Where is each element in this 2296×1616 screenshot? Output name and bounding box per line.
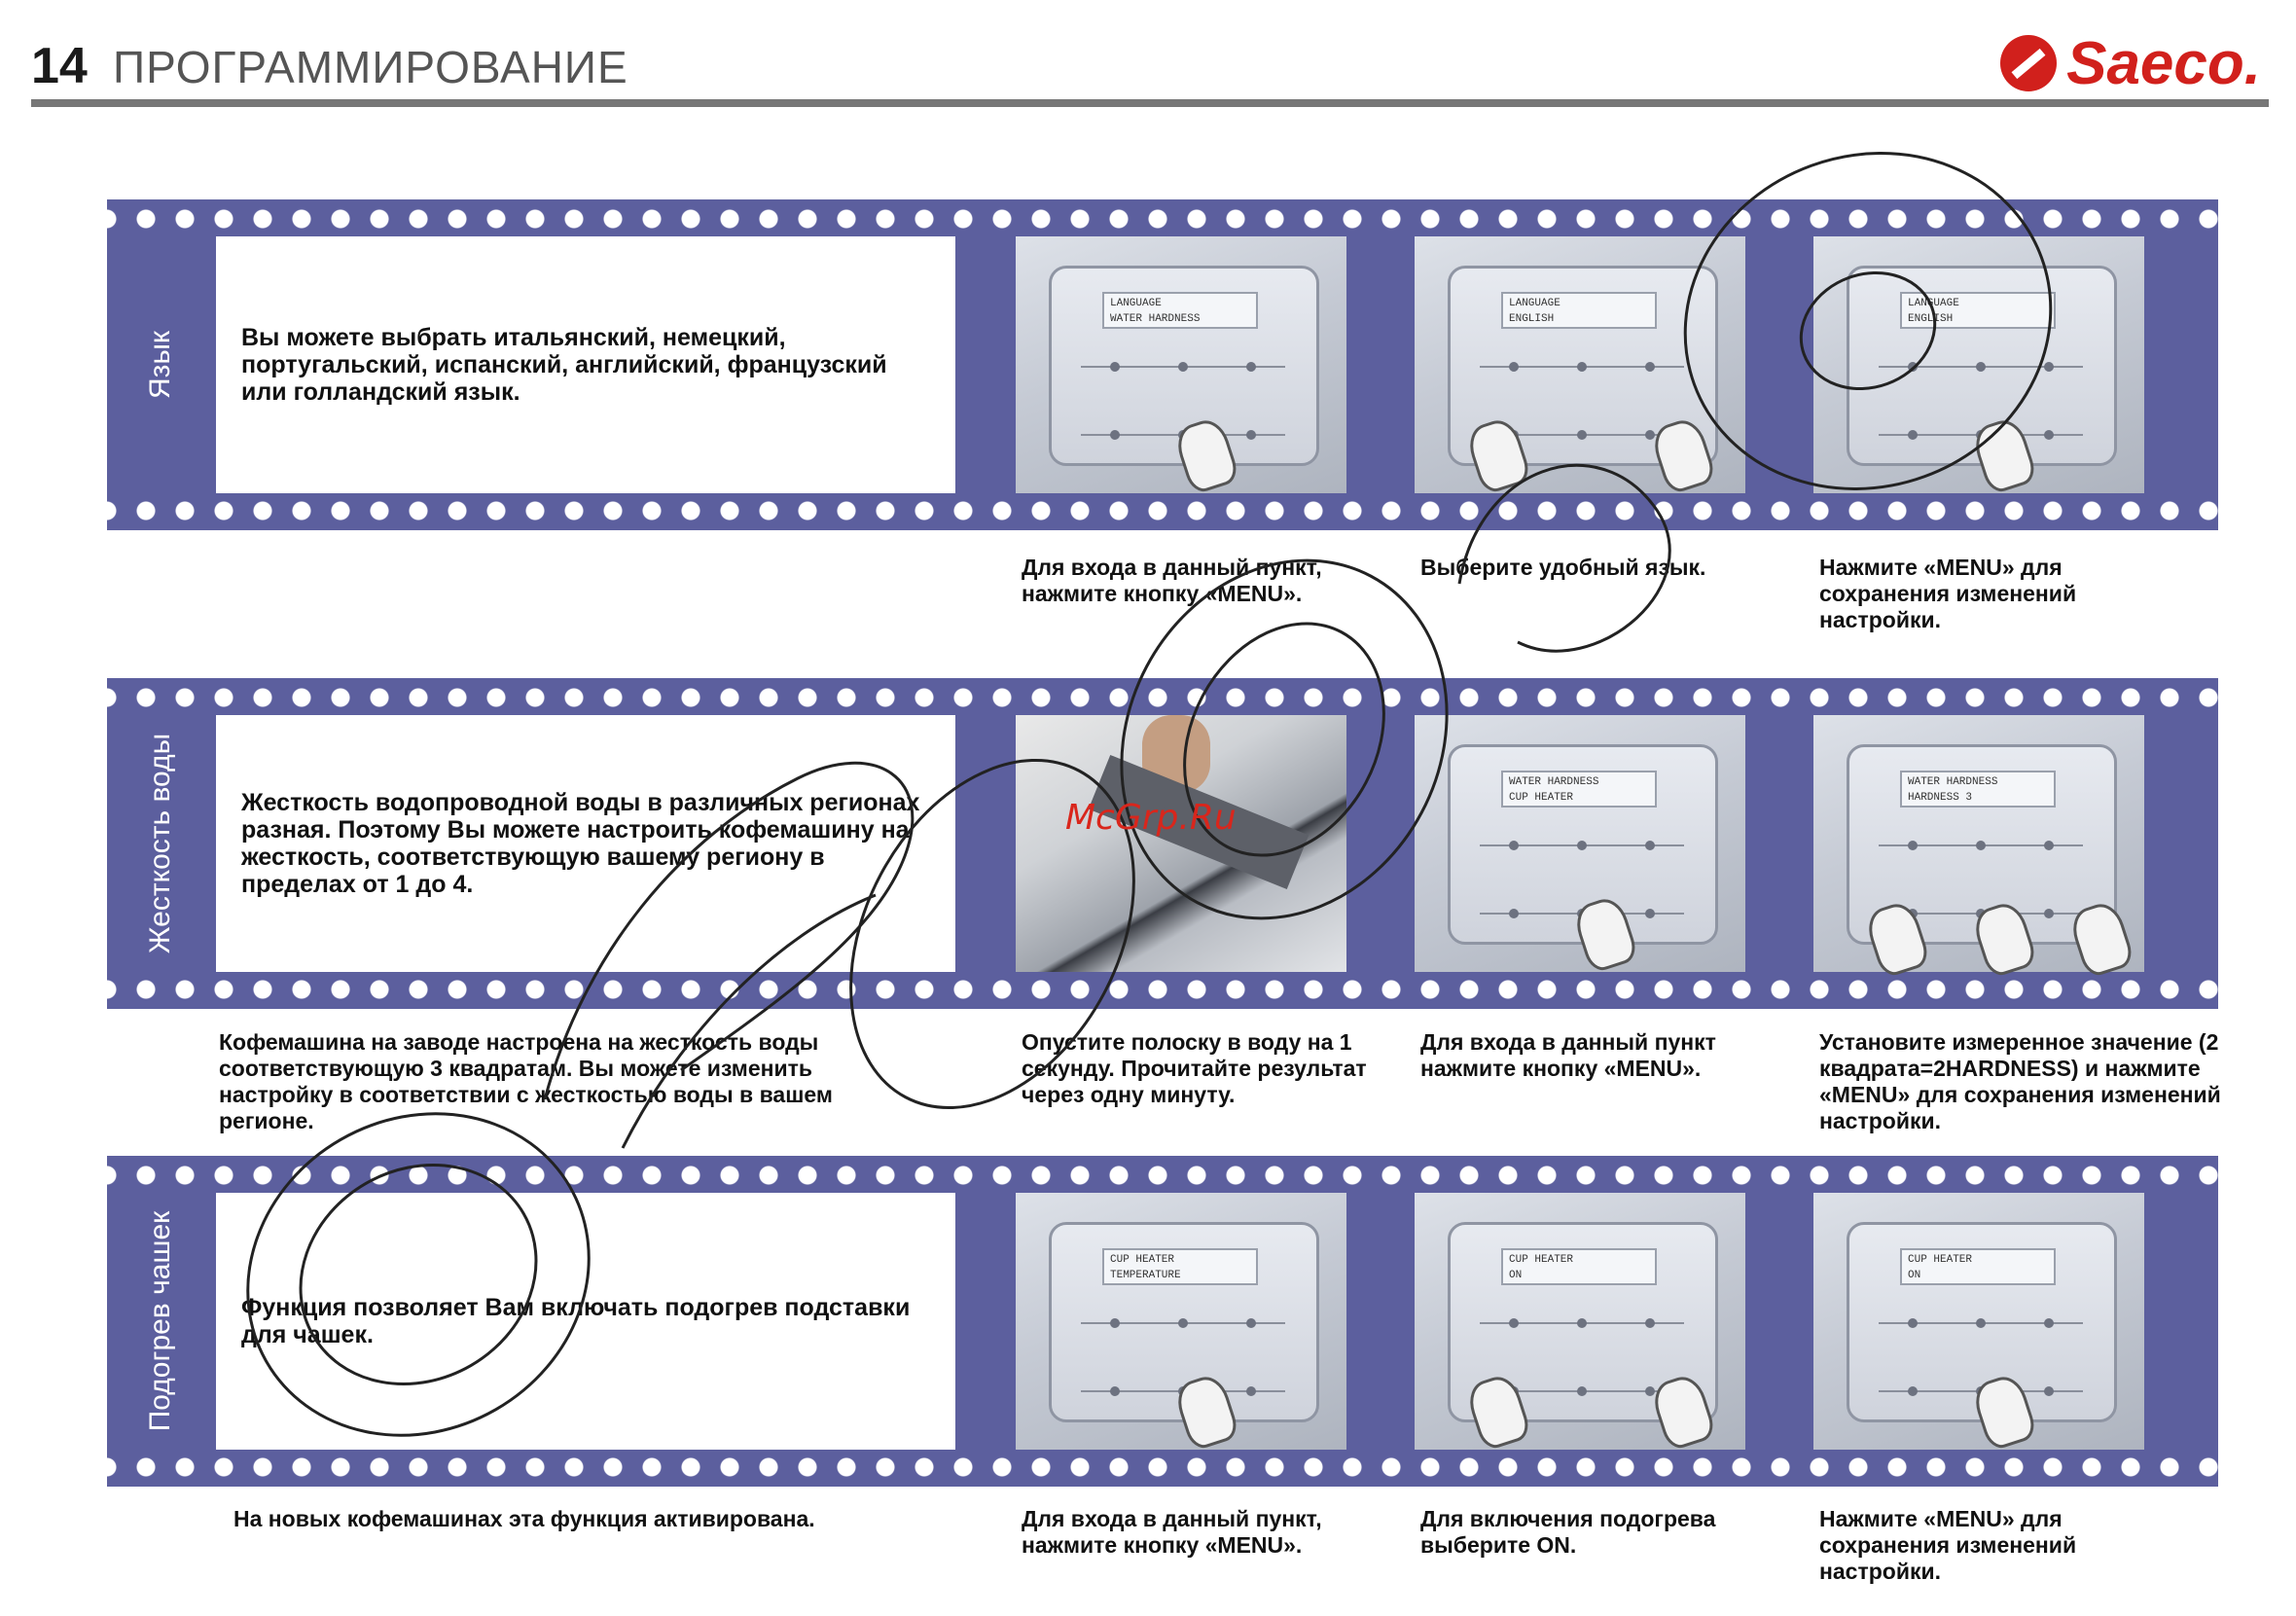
step-caption: Нажмите «MENU» для сохранения изменений … — [1819, 555, 2077, 632]
step-image: LANGUAGE ENGLISH — [1415, 236, 1745, 496]
lcd-display: CUP HEATER TEMPERATURE — [1102, 1248, 1258, 1285]
step-image: LANGUAGE ENGLISH — [1813, 236, 2144, 496]
description-panel: Вы можете выбрать итальянский, немецкий,… — [216, 236, 955, 493]
step-image: CUP HEATER ON — [1415, 1193, 1745, 1453]
step-caption: Для входа в данный пункт нажмите кнопку … — [1420, 1029, 1716, 1081]
step-image: CUP HEATER TEMPERATURE — [1016, 1193, 1346, 1453]
lcd-display: WATER HARDNESS CUP HEATER — [1501, 771, 1657, 808]
control-panel-image: CUP HEATER ON — [1847, 1222, 2117, 1422]
lcd-display: CUP HEATER ON — [1501, 1248, 1657, 1285]
section-language: Язык Вы можете выбрать итальянский, неме… — [107, 199, 2218, 530]
step-caption: Для включения подогрева выберите ON. — [1420, 1506, 1716, 1558]
brand-logo: Saeco. — [2000, 29, 2261, 97]
header-rule — [31, 99, 2269, 107]
watermark-text: McGrp.Ru — [1065, 798, 1237, 838]
logo-text: Saeco. — [2066, 29, 2261, 97]
step-image: WATER HARDNESS HARDNESS 3 — [1813, 715, 2144, 980]
section-note: Кофемашина на заводе настроена на жестко… — [219, 1029, 833, 1133]
step-image: CUP HEATER ON — [1813, 1193, 2144, 1453]
step-image: WATER HARDNESS CUP HEATER — [1415, 715, 1745, 975]
section-note: На новых кофемашинах эта функция активир… — [233, 1506, 815, 1531]
page-title: ПРОГРАММИРОВАНИЕ — [113, 42, 628, 92]
description-panel: Жесткость водопроводной воды в различных… — [216, 715, 955, 972]
section-description: Жесткость водопроводной воды в различных… — [241, 789, 920, 898]
control-panel-image: LANGUAGE ENGLISH — [1448, 266, 1718, 466]
lcd-display: LANGUAGE ENGLISH — [1501, 292, 1657, 329]
lcd-display: LANGUAGE WATER HARDNESS — [1102, 292, 1258, 329]
section-water-hardness: Жесткость воды Жесткость водопроводной в… — [107, 678, 2218, 1009]
section-label: Жесткость воды — [144, 733, 176, 954]
section-label: Язык — [144, 330, 176, 400]
lcd-display: WATER HARDNESS HARDNESS 3 — [1900, 771, 2056, 808]
section-description: Функция позволяет Вам включать подогрев … — [241, 1294, 911, 1348]
lcd-display: LANGUAGE ENGLISH — [1900, 292, 2056, 329]
step-caption: Для входа в данный пункт, нажмите кнопку… — [1022, 555, 1322, 606]
step-image: LANGUAGE WATER HARDNESS — [1016, 236, 1346, 496]
page-header: 14 ПРОГРАММИРОВАНИЕ Saeco. — [31, 29, 2269, 117]
lcd-display: CUP HEATER ON — [1900, 1248, 2056, 1285]
section-label: Подогрев чашек — [144, 1210, 176, 1432]
step-caption: Выберите удобный язык. — [1420, 555, 1706, 580]
step-caption: Опустите полоску в воду на 1 секунду. Пр… — [1022, 1029, 1367, 1107]
step-caption: Нажмите «MENU» для сохранения изменений … — [1819, 1506, 2077, 1584]
step-caption: Для входа в данный пункт, нажмите кнопку… — [1022, 1506, 1322, 1558]
section-cup-heater: Подогрев чашек Функция позволяет Вам вкл… — [107, 1156, 2218, 1487]
test-strip-photo — [1016, 715, 1346, 972]
step-caption: Установите измеренное значение (2 квадра… — [1819, 1029, 2221, 1133]
saeco-logo-icon — [2000, 35, 2058, 91]
page-number: 14 — [31, 38, 88, 94]
description-panel: Функция позволяет Вам включать подогрев … — [216, 1193, 955, 1450]
section-description: Вы можете выбрать итальянский, немецкий,… — [241, 324, 887, 406]
